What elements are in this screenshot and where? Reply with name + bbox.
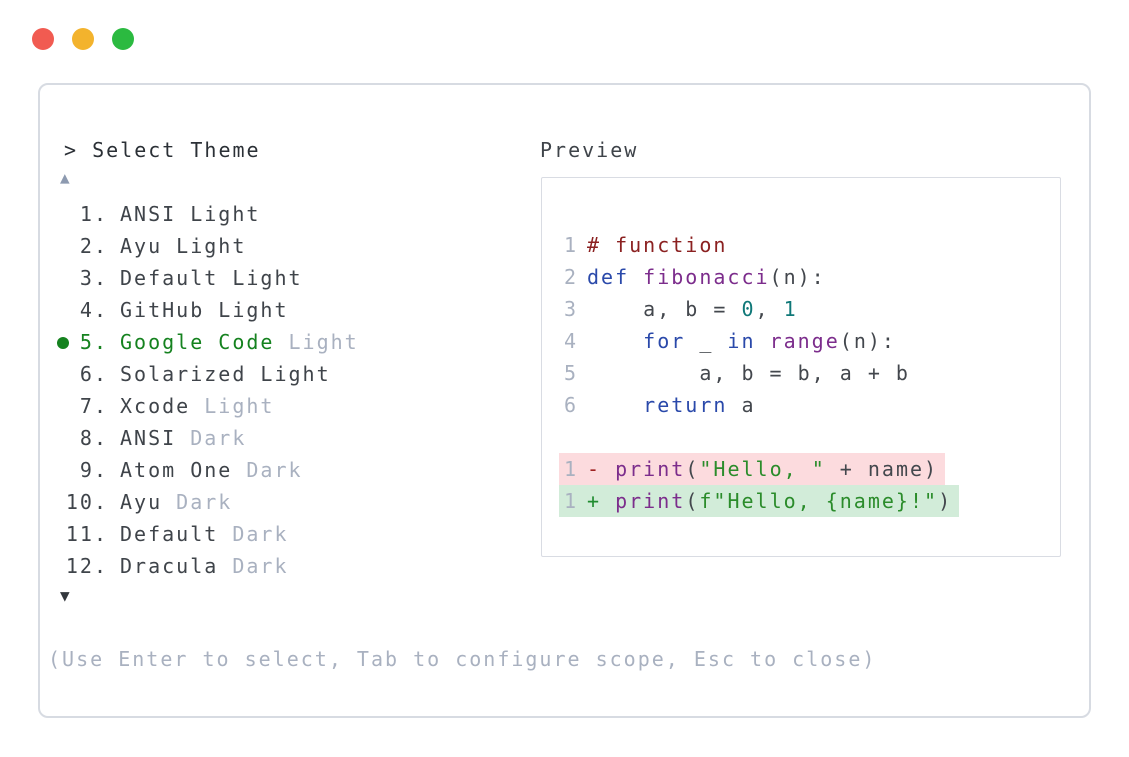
zoom-button[interactable] <box>112 28 134 50</box>
select-theme-prompt: > Select Theme <box>64 138 261 162</box>
blank-line <box>564 421 959 453</box>
line-number: 1 <box>564 489 579 513</box>
theme-list: 1.ANSI Light 2.Ayu Light 3.Default Light 4.… <box>57 198 359 582</box>
code-line: 3 a, b = 0, 1 <box>564 293 959 325</box>
theme-list-item[interactable]: 4.GitHub Light <box>79 298 289 322</box>
preview-title: Preview <box>540 138 639 162</box>
minimize-button[interactable] <box>72 28 94 50</box>
theme-list-item[interactable]: 3.Default Light <box>79 266 303 290</box>
theme-list-item[interactable]: 6.Solarized Light <box>79 362 331 386</box>
theme-list-item[interactable]: 8.ANSI Dark <box>79 426 247 450</box>
code-line: 1# function <box>564 229 959 261</box>
theme-list-item[interactable]: 11.Default Dark <box>65 522 289 546</box>
theme-list-item[interactable]: 7.Xcode Light <box>79 394 275 418</box>
theme-list-item[interactable]: 9.Atom One Dark <box>79 458 303 482</box>
theme-selector-panel: > Select Theme ▲ 1.ANSI Light 2.Ayu Light… <box>38 83 1091 718</box>
theme-list-item[interactable]: 10.Ayu Dark <box>65 490 233 514</box>
diff-line: 1+ print(f"Hello, {name}!") <box>559 485 960 517</box>
theme-list-item[interactable]: 1.ANSI Light <box>79 202 261 226</box>
code-line: 5 a, b = b, a + b <box>564 357 959 389</box>
keyboard-hint: (Use Enter to select, Tab to configure s… <box>48 647 877 671</box>
line-number: 1 <box>564 457 579 481</box>
scroll-up-icon[interactable]: ▲ <box>60 168 70 187</box>
line-number: 6 <box>564 393 579 417</box>
line-number: 4 <box>564 329 579 353</box>
close-button[interactable] <box>32 28 54 50</box>
scroll-down-icon[interactable]: ▼ <box>60 586 70 605</box>
line-number: 2 <box>564 265 579 289</box>
theme-list-item[interactable]: 5.Google Code Light <box>57 326 359 358</box>
diff-line: 1- print("Hello, " + name) <box>559 453 959 485</box>
theme-list-item[interactable]: 12.Dracula Dark <box>65 554 289 578</box>
code-line: 6 return a <box>564 389 959 421</box>
window-traffic-lights <box>32 28 134 50</box>
selected-theme-dot-icon <box>57 337 69 349</box>
line-number: 1 <box>564 233 579 257</box>
theme-list-item[interactable]: 2.Ayu Light <box>79 234 247 258</box>
line-number: 3 <box>564 297 579 321</box>
line-number: 5 <box>564 361 579 385</box>
code-line: 4 for _ in range(n): <box>564 325 959 357</box>
